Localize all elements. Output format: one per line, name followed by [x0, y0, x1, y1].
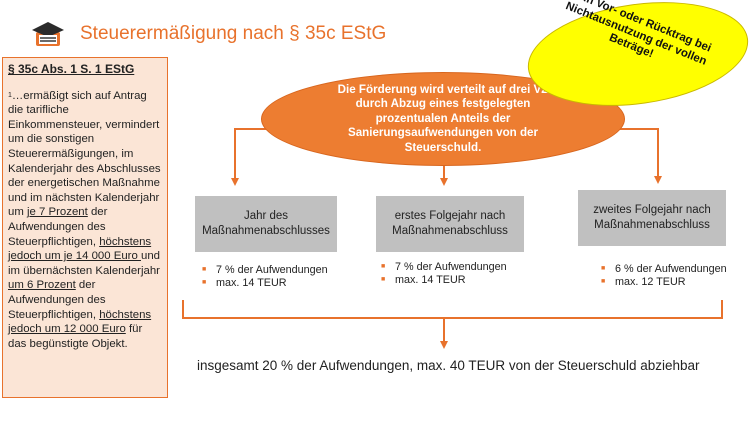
bullet-icon: ■ [381, 263, 386, 270]
bullet-text: max. 14 TEUR [216, 277, 287, 289]
bullet-text: max. 14 TEUR [395, 274, 466, 286]
funding-distribution-text: Die Förderung wird verteilt auf drei VZ … [337, 82, 549, 154]
year-2-label: erstes Folgejahr nach Maßnahmenabschluss [392, 210, 508, 237]
law-text-highlight: um 6 Prozent [8, 279, 76, 292]
year-3-bullets: ■ 6 % der Aufwendungen ■ max. 12 TEUR [601, 263, 727, 289]
bullet-icon: ■ [601, 265, 606, 272]
law-text-part: …ermäßigt sich auf Antrag die tarifliche… [8, 89, 161, 219]
year-1-bullets: ■ 7 % der Aufwendungen ■ max. 14 TEUR [202, 264, 328, 290]
year-2-box: erstes Folgejahr nach Maßnahmenabschluss [376, 196, 524, 252]
bullet-icon: ■ [202, 266, 207, 273]
bullet-text: 7 % der Aufwendungen [216, 264, 328, 276]
list-item: ■ 7 % der Aufwendungen [202, 264, 328, 277]
list-item: ■ 6 % der Aufwendungen [601, 263, 727, 276]
arrow-to-year-1 [231, 128, 268, 186]
law-text-part: für das begünstigte Objekt. [8, 323, 143, 350]
list-item: ■ 7 % der Aufwendungen [381, 261, 507, 274]
year-2-bullets: ■ 7 % der Aufwendungen ■ max. 14 TEUR [381, 261, 507, 287]
law-text-highlight: höchstens jedoch um 12 000 Euro [8, 308, 152, 336]
law-text-panel: § 35c Abs. 1 S. 1 EStG 1…ermäßigt sich a… [2, 57, 168, 398]
year-1-box: Jahr des Maßnahmenabschlusses [195, 196, 337, 252]
sentence-number: 1 [8, 91, 12, 99]
year-3-label: zweites Folgejahr nach Maßnahmenabschlus… [593, 204, 711, 231]
summary-text: insgesamt 20 % der Aufwendungen, max. 40… [197, 358, 700, 373]
bullet-text: max. 12 TEUR [615, 276, 686, 288]
bullet-text: 7 % der Aufwendungen [395, 261, 507, 273]
law-reference-title: § 35c Abs. 1 S. 1 EStG [8, 62, 135, 76]
graduation-cap-icon [32, 22, 64, 46]
bullet-icon: ■ [601, 278, 606, 285]
bullet-icon: ■ [202, 279, 207, 286]
law-text-highlight: je 7 Prozent [27, 206, 88, 219]
page-title: Steuerermäßigung nach § 35c EStG [80, 23, 387, 44]
law-text-part: der Aufwendungen des Steuerpflichtigen, [8, 206, 108, 248]
law-text-highlight: höchstens jedoch um je 14 000 Euro [8, 235, 152, 263]
list-item: ■ max. 12 TEUR [601, 276, 727, 289]
bullet-icon: ■ [381, 276, 386, 283]
law-text-body: 1…ermäßigt sich auf Antrag die tariflich… [8, 89, 162, 352]
list-item: ■ max. 14 TEUR [202, 277, 328, 290]
year-1-label: Jahr des Maßnahmenabschlusses [202, 210, 330, 237]
law-text-part: und im übernächsten Kalenderjahr [8, 250, 160, 277]
year-3-box: zweites Folgejahr nach Maßnahmenabschlus… [578, 190, 726, 246]
law-text-part: der Aufwendungen des Steuerpflichtigen, [8, 279, 106, 321]
summary-brace [182, 300, 723, 319]
bullet-text: 6 % der Aufwendungen [615, 263, 727, 275]
list-item: ■ max. 14 TEUR [381, 274, 507, 287]
arrow-to-year-3 [618, 128, 662, 184]
